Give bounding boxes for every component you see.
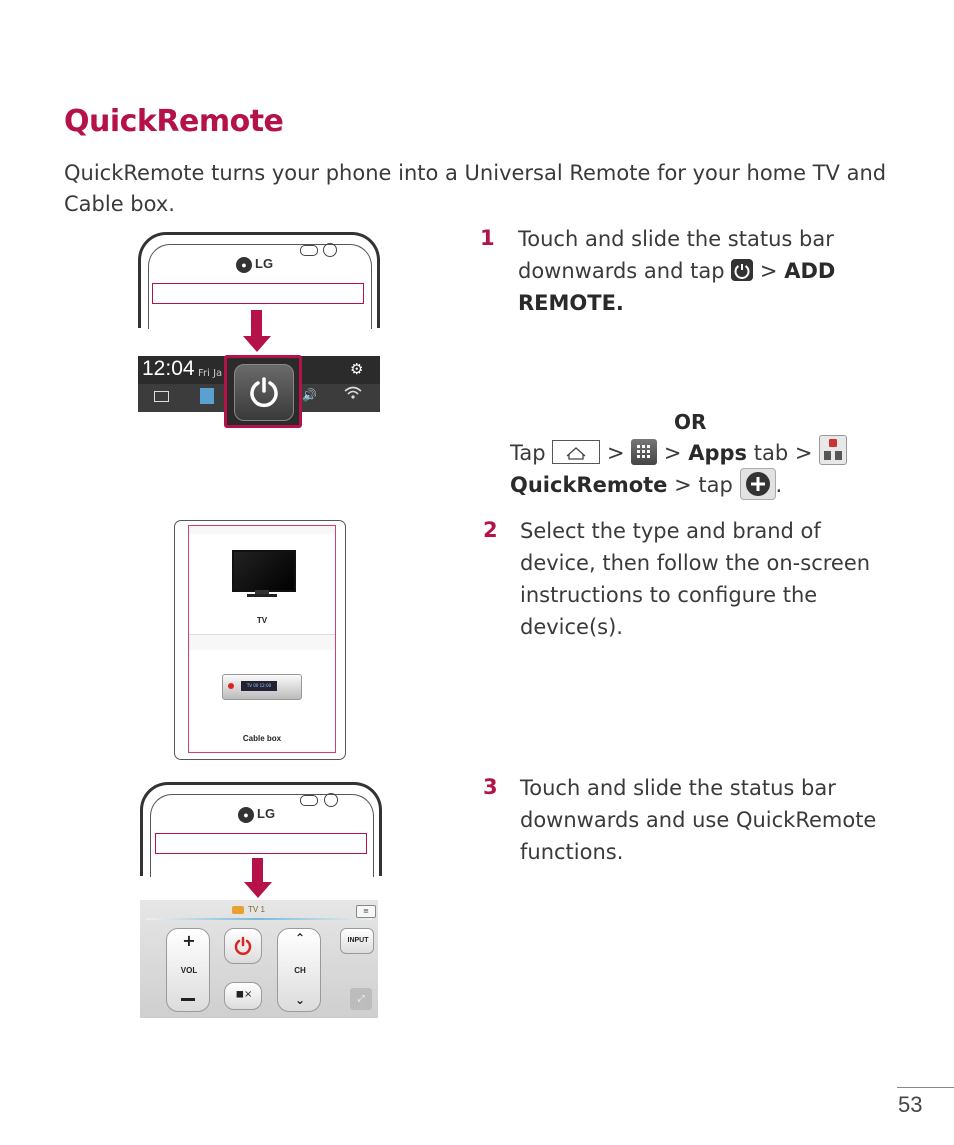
earpiece (300, 795, 318, 806)
page-title: QuickRemote (64, 104, 284, 139)
rotate-icon (154, 391, 169, 402)
power-button-highlight (224, 355, 302, 428)
down-arrow-shaft (252, 858, 263, 882)
step-1-text: Touch and slide the status bar downwards… (518, 227, 836, 315)
page-number-rule (897, 1087, 954, 1088)
ch-label: CH (294, 966, 306, 975)
device-list: TV TV 00 12:00 Cable box (188, 525, 336, 753)
quickremote-panel: TV 1 ≡ + VOL ◼× ⌃ CH ⌄ INPUT ⤢ (140, 900, 378, 1018)
mute-icon: ◼× (235, 989, 253, 1000)
lg-logo: ●LG (236, 256, 273, 273)
figure-status-bar: ●LG 12:04 Fri Ja ⚙ 🔊 (138, 232, 380, 428)
step-2-number: 2 (483, 518, 498, 542)
sound-icon: 🔊 (302, 388, 317, 402)
power-icon (234, 936, 252, 955)
intro-paragraph: QuickRemote turns your phone into a Univ… (64, 161, 887, 216)
add-icon (739, 468, 776, 500)
vol-rocker: + VOL (166, 928, 210, 1012)
date: Fri Ja (198, 368, 223, 379)
page-number: 53 (898, 1092, 923, 1117)
vol-up-icon: + (182, 931, 196, 950)
step-3-text: Touch and slide the status bar downwards… (520, 776, 877, 864)
or-label: OR (674, 410, 707, 434)
tv-label: TV (256, 616, 268, 625)
down-arrow-shaft (251, 310, 262, 336)
ch-down-icon: ⌄ (294, 993, 306, 1007)
input-label: INPUT (347, 937, 369, 944)
step-2-text: Select the type and brand of device, the… (520, 519, 871, 639)
front-camera (324, 793, 338, 807)
cable-box-label: Cable box (242, 734, 282, 743)
cable-box-image: TV 00 12:00 (222, 674, 302, 700)
menu-icon: ≡ (356, 905, 376, 918)
room-label: TV 1 (248, 905, 265, 914)
phone-screen (150, 794, 374, 877)
expand-icon: ⤢ (350, 988, 372, 1010)
step-1-number: 1 (480, 226, 495, 250)
tv-image (232, 550, 296, 592)
qslide-icon (200, 388, 214, 404)
lg-logo: ●LG (238, 806, 275, 823)
cable-box-option: TV 00 12:00 Cable box (189, 650, 335, 750)
quickremote-app-icon (819, 435, 848, 465)
power-icon (731, 259, 754, 281)
ch-up-icon: ⌃ (294, 931, 306, 945)
vol-label: VOL (180, 966, 198, 975)
room-icon (232, 906, 244, 914)
quickremote-power-tile (234, 364, 294, 421)
figure-device-select: TV TV 00 12:00 Cable box (174, 520, 346, 760)
home-icon (552, 440, 601, 464)
status-bar-highlight (155, 833, 367, 854)
wifi-icon (343, 384, 363, 406)
mute-button: ◼× (224, 982, 262, 1010)
gear-icon: ⚙ (350, 360, 364, 378)
earpiece (300, 245, 318, 256)
down-arrow-head (244, 882, 272, 898)
front-camera (323, 243, 337, 257)
phone-screen (148, 244, 372, 329)
figure-quickremote-panel: ●LG TV 1 ≡ + VOL ◼× ⌃ CH ⌄ INPUT ⤢ (138, 782, 382, 1022)
tv-option: TV (189, 534, 335, 634)
input-button: INPUT (340, 928, 374, 954)
clock: 12:04 (142, 357, 195, 380)
power-button (224, 928, 262, 964)
vol-down-icon (181, 998, 195, 1001)
status-bar-highlight (152, 283, 364, 304)
ch-rocker: ⌃ CH ⌄ (277, 928, 321, 1012)
step-3-number: 3 (483, 775, 498, 799)
power-icon (250, 377, 278, 408)
box-display: TV 00 12:00 (241, 681, 277, 691)
apps-grid-icon (631, 439, 658, 465)
alt-instructions: Tap > > Apps tab > QuickRemote > tap . (510, 435, 870, 502)
down-arrow-head (243, 336, 271, 352)
